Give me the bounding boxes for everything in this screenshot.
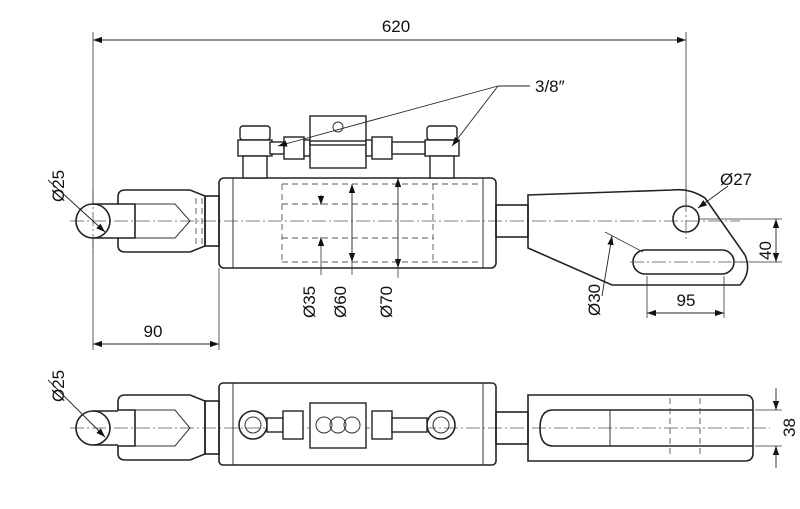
- dim-rod-dia: Ø35: [300, 286, 319, 318]
- dim-outer-dia: Ø70: [377, 286, 396, 318]
- dim-fork-gap: 38: [780, 418, 799, 437]
- dim-end-hole: Ø27: [720, 170, 752, 189]
- dim-slot-offset: 40: [756, 241, 775, 260]
- dim-slot-width: Ø30: [585, 284, 604, 316]
- bottom-clevis: [117, 394, 206, 461]
- dim-thread-size: 3/8″: [535, 77, 565, 96]
- slot: [632, 249, 735, 275]
- top-view: [70, 115, 749, 286]
- cylinder-barrel: [218, 177, 497, 269]
- dim-clevis-length: 90: [144, 322, 163, 341]
- valve-screw: [332, 121, 344, 133]
- dim-overall-length: 620: [382, 17, 410, 36]
- bottom-valve-block: [309, 402, 367, 449]
- dim-pin-hole-bottom: Ø25: [49, 370, 68, 402]
- dim-bore-dia: Ø60: [331, 286, 350, 318]
- dimensions: 620 3/8″ Ø25 Ø27 Ø35 Ø60 Ø70 Ø30 40: [47, 17, 799, 468]
- top-clevis: [117, 189, 206, 253]
- dim-pin-hole-top: Ø25: [49, 170, 68, 202]
- fork-end: [527, 394, 754, 462]
- dim-slot-length: 95: [677, 291, 696, 310]
- bottom-view: [70, 382, 770, 466]
- hydraulic-fittings: [237, 115, 460, 179]
- rod-end-lug: [527, 188, 749, 286]
